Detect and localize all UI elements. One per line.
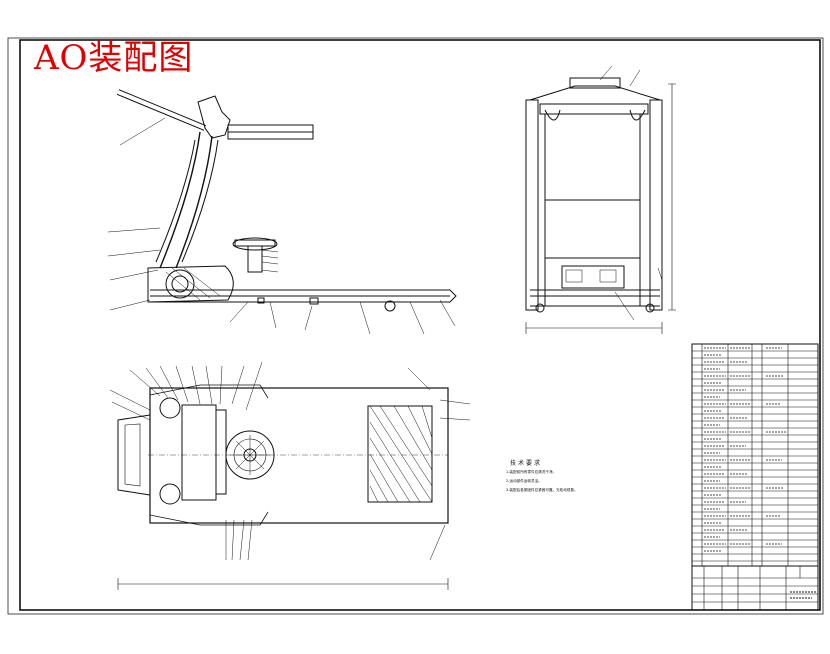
top-view [109, 361, 471, 590]
outer-sheet-border [7, 37, 824, 615]
technical-notes-heading: 技术要求 [510, 460, 543, 467]
title-block [691, 565, 819, 611]
technical-note-2: 2.运动部件运转灵活。 [506, 479, 542, 483]
side-view [107, 89, 457, 335]
technical-notes: 技术要求 1.装配前所有零件应清洗干净。 2.运动部件运转灵活。 3.装配后各紧… [506, 458, 578, 494]
inner-frame-border [19, 39, 821, 611]
drawing-title: AO装配图 [34, 38, 194, 78]
technical-note-3: 3.装配后各紧固件应紧固可靠，无松动现象。 [506, 488, 578, 492]
bom-table [691, 343, 819, 611]
front-view [525, 65, 676, 334]
technical-note-1: 1.装配前所有零件应清洗干净。 [506, 470, 557, 474]
